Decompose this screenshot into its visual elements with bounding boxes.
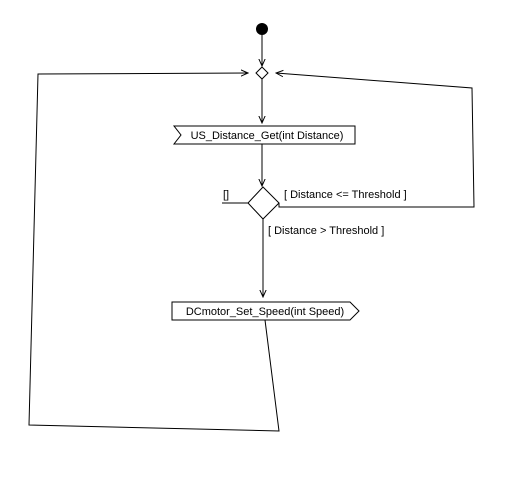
receive-action-label: US_Distance_Get(int Distance) — [191, 130, 344, 142]
guard-less-equal-label: [ Distance <= Threshold ] — [284, 189, 407, 201]
flow-loop-right — [276, 73, 475, 208]
send-action-shape — [171, 301, 360, 321]
merge-node — [255, 66, 269, 80]
send-action-label: DCmotor_Set_Speed(int Speed) — [186, 306, 344, 318]
initial-node — [256, 23, 268, 35]
flow-loop-left — [28, 73, 280, 432]
decision-node — [247, 186, 280, 220]
receive-action-shape — [172, 125, 356, 145]
guard-greater-label: [ Distance > Threshold ] — [268, 225, 384, 237]
guard-empty-label: [] — [223, 189, 229, 201]
